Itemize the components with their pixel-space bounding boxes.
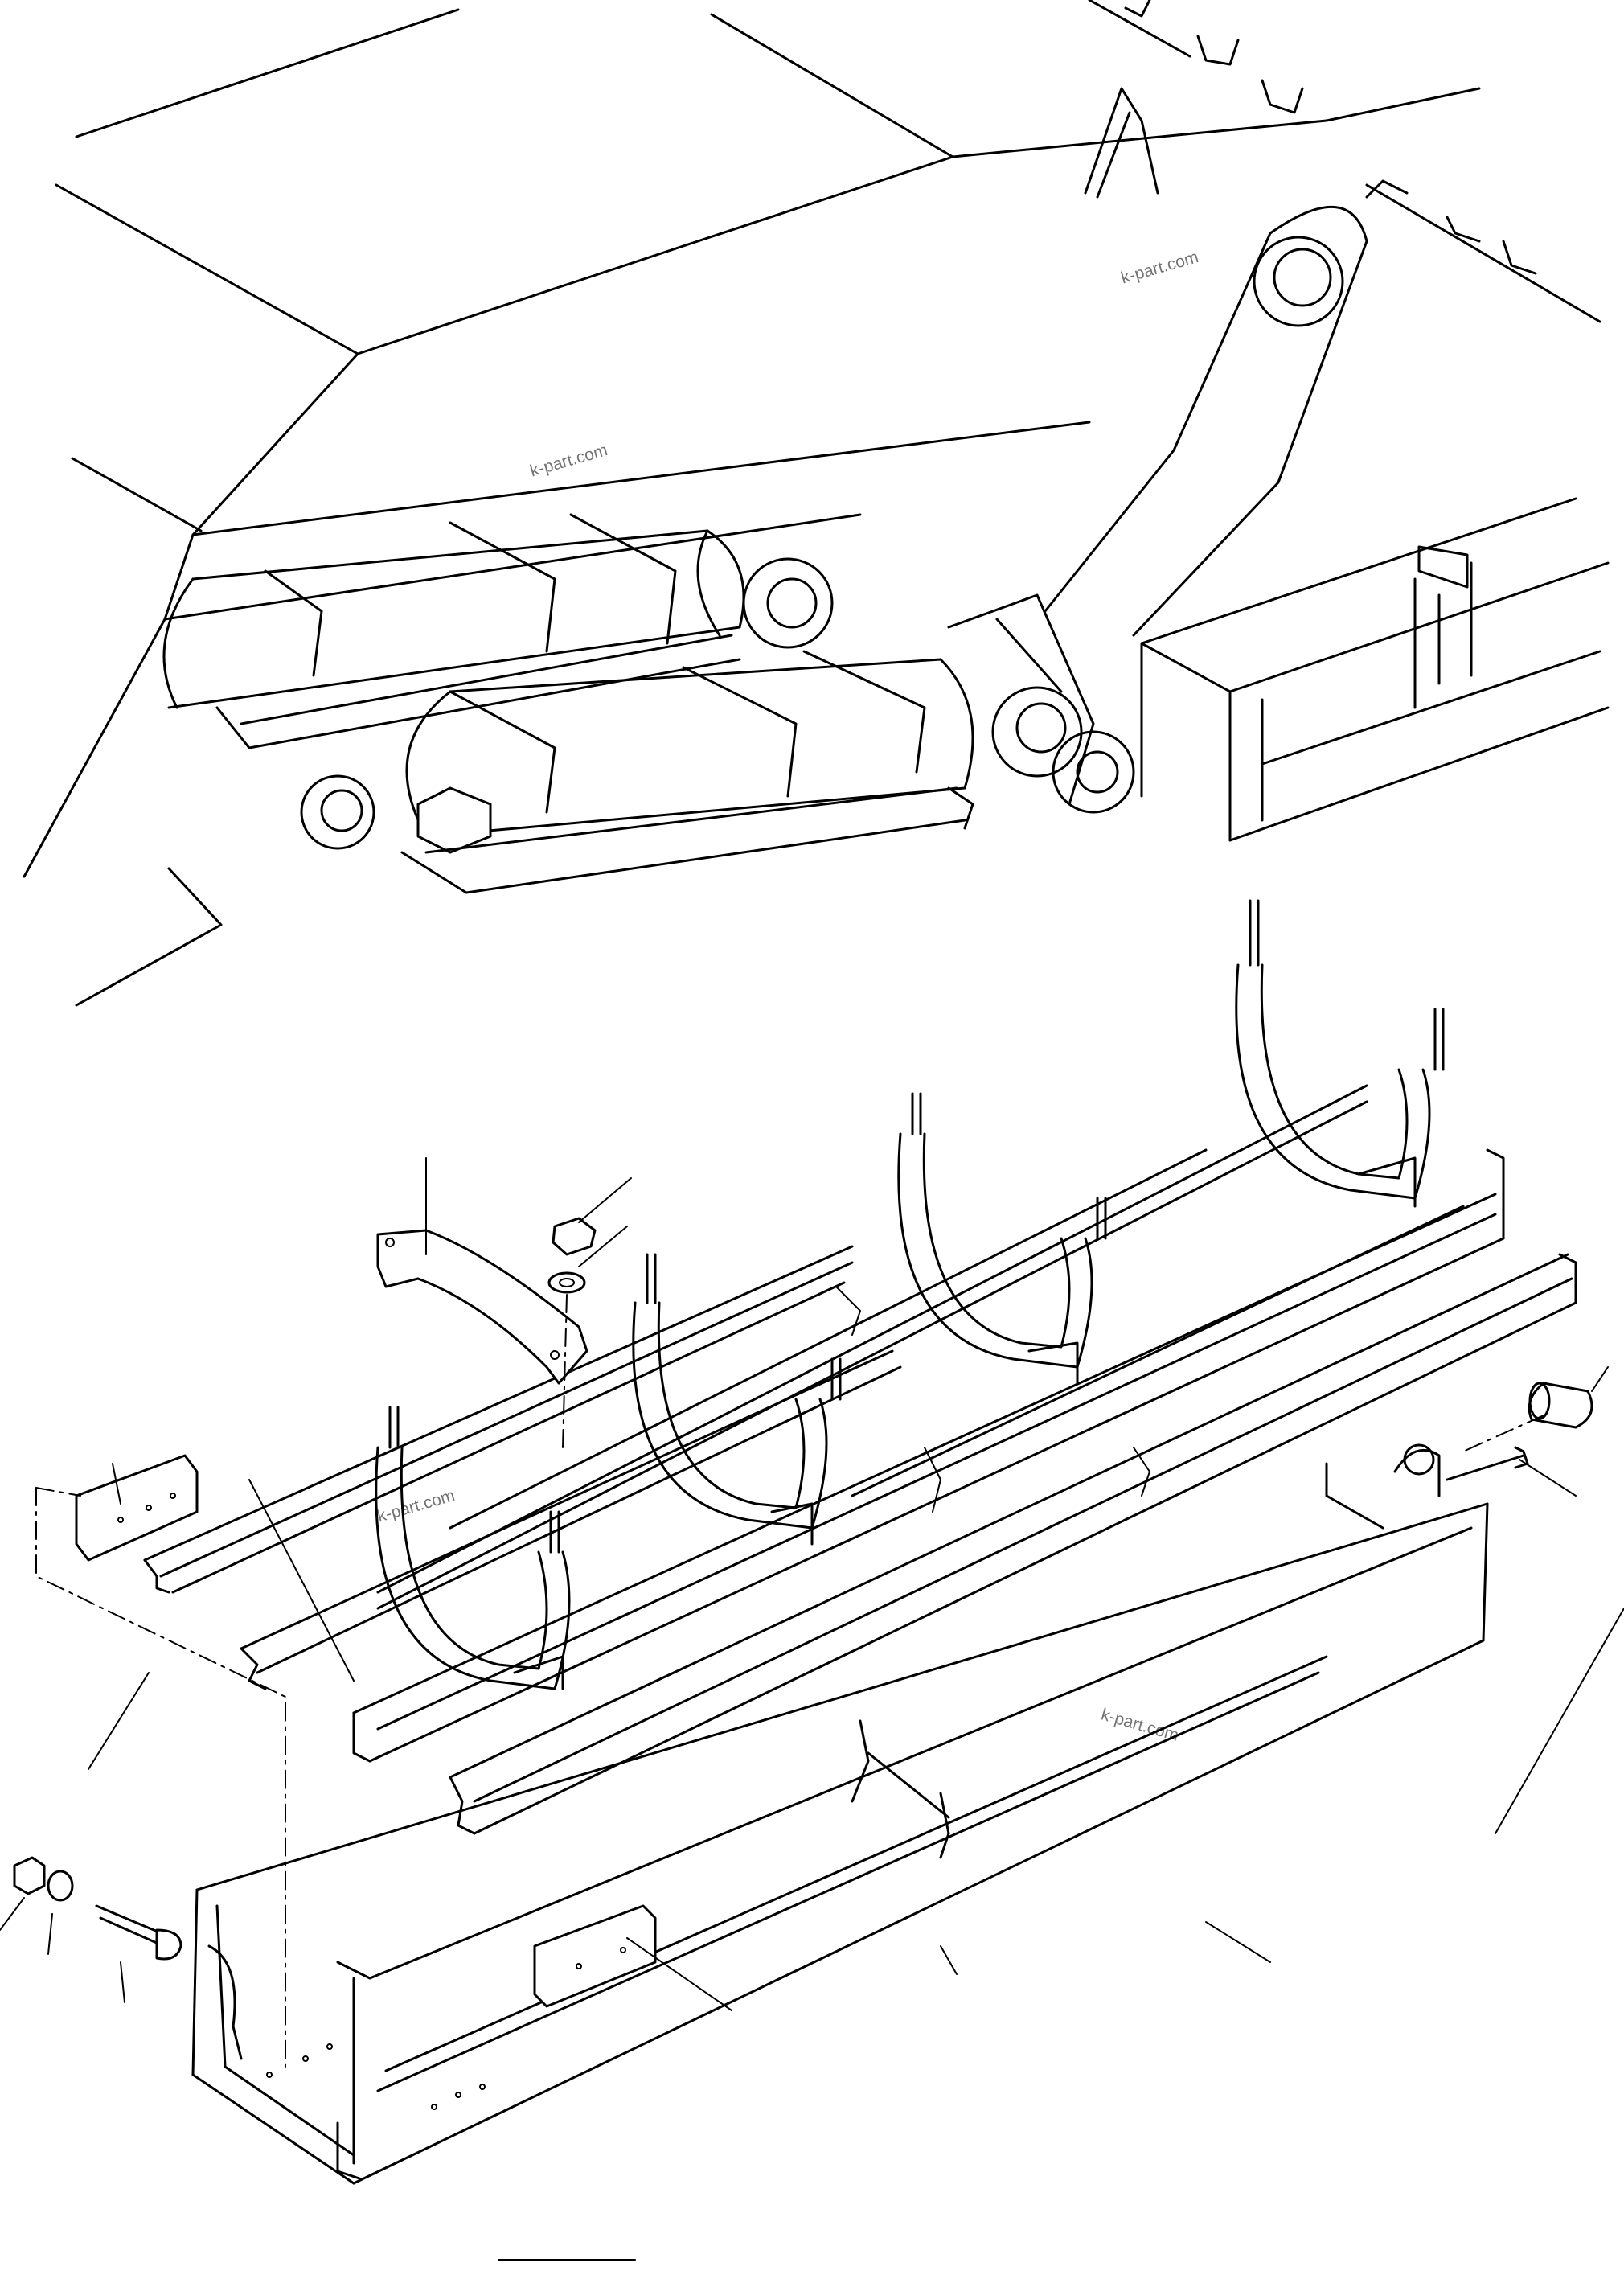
leader-lines xyxy=(0,1157,1624,2261)
lower-cylinder xyxy=(400,650,974,894)
machine-frame xyxy=(23,0,1610,1007)
pin-cotter xyxy=(1446,1382,1593,1481)
nut-washer-stack xyxy=(547,1217,597,1448)
rail-channels xyxy=(143,1084,1577,1835)
upper-cylinder xyxy=(162,513,745,749)
clamp-cap xyxy=(376,1229,588,1385)
base-channel xyxy=(191,1443,1489,2185)
u-bolts xyxy=(375,899,1445,1690)
spacer-blocks xyxy=(75,1454,657,2008)
left-hardware xyxy=(13,1487,286,2068)
